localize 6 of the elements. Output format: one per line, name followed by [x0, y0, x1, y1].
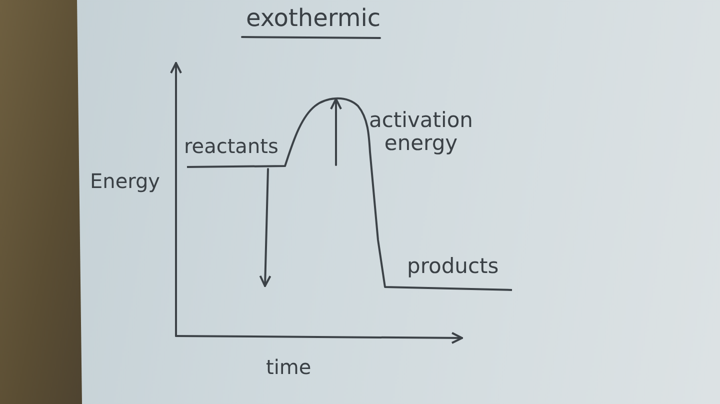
axis-label: Energy [90, 171, 160, 192]
curve-label: reactants [184, 136, 278, 157]
curve-label: products [407, 255, 499, 278]
curve-label: activation energy [368, 109, 474, 156]
title: exothermic [246, 6, 381, 32]
axis-label: time [266, 357, 312, 378]
